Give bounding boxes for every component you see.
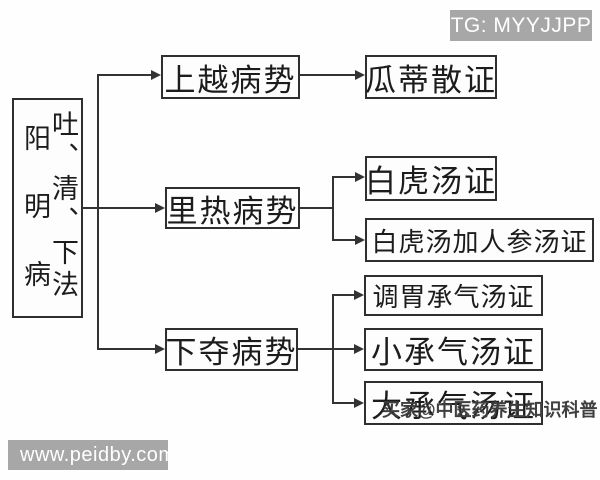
connector-to-dachengqi (332, 402, 354, 404)
connector-to-baihu (332, 176, 355, 178)
tg-watermark-badge: TG: MYYJJPP (450, 10, 592, 41)
site-watermark-badge: www.peidby.com (8, 440, 175, 470)
tg-watermark-text: TG: MYYJJPP (450, 13, 592, 37)
node-da-chengqi-syndrome: 大承气汤证 (364, 381, 543, 425)
connector-trunk (97, 74, 99, 350)
connector-xiaduo-stem (298, 348, 354, 350)
node-tiaowei-chengqi-syndrome: 调胃承气汤证 (364, 275, 543, 316)
connector-trunk-to-xiaduo (97, 348, 155, 350)
arrowhead-shangyue (151, 70, 161, 80)
arrowhead-xiaduo (155, 344, 165, 354)
node-downward-purge-trend: 下夺病势 (165, 328, 298, 371)
arrowhead-xiaochengqi (354, 344, 364, 354)
node-label: 调胃承气汤证 (372, 283, 535, 312)
node-label: 白虎汤证 (365, 164, 497, 199)
node-interior-heat-trend: 里热病势 (165, 187, 300, 229)
site-watermark-text: www.peidby.com (20, 443, 176, 466)
node-baihutang-syndrome: 白虎汤证 (365, 156, 497, 201)
node-xiao-chengqi-syndrome: 小承气汤证 (364, 328, 543, 371)
node-label: 下夺病势 (165, 335, 298, 370)
arrowhead-baihu (355, 172, 365, 182)
node-label: 小承气汤证 (371, 335, 536, 370)
root-node-yangming: 阳明病 吐、清、下法 (12, 98, 83, 328)
connector-to-tiaowei (332, 294, 354, 296)
connector-trunk-to-shangyue (97, 74, 151, 76)
node-label: 里热病势 (166, 193, 299, 229)
root-disease-label: 阳明病 (20, 124, 50, 328)
node-upward-trend: 上越病势 (161, 55, 300, 99)
node-baihu-renshen-syndrome: 白虎汤加人参汤证 (365, 218, 594, 262)
connector-root-to-lire (83, 207, 155, 209)
node-label: 白虎汤加人参汤证 (371, 227, 588, 257)
node-label: 上越病势 (164, 62, 297, 98)
connector-lire-fork (332, 176, 334, 241)
node-label: 瓜蒂散证 (365, 62, 497, 98)
arrowhead-lire (155, 203, 165, 213)
arrowhead-baihurenshen (355, 235, 365, 245)
arrowhead-tiaowei (354, 290, 364, 300)
account-watermark-text: 买家@中医药养生知识科普 (382, 400, 598, 420)
node-label: 大承气汤证 (371, 388, 536, 424)
arrowhead-guadisan (355, 70, 365, 80)
root-methods-label: 吐、清、下法 (48, 110, 78, 302)
connector-to-baihurenshen (332, 239, 355, 241)
connector-shangyue-to-guadisan (300, 74, 355, 76)
connector-lire-stem (300, 207, 334, 209)
arrowhead-dachengqi (354, 398, 364, 408)
node-guadisan-syndrome: 瓜蒂散证 (365, 55, 497, 99)
connector-xiaduo-fork (332, 294, 334, 404)
